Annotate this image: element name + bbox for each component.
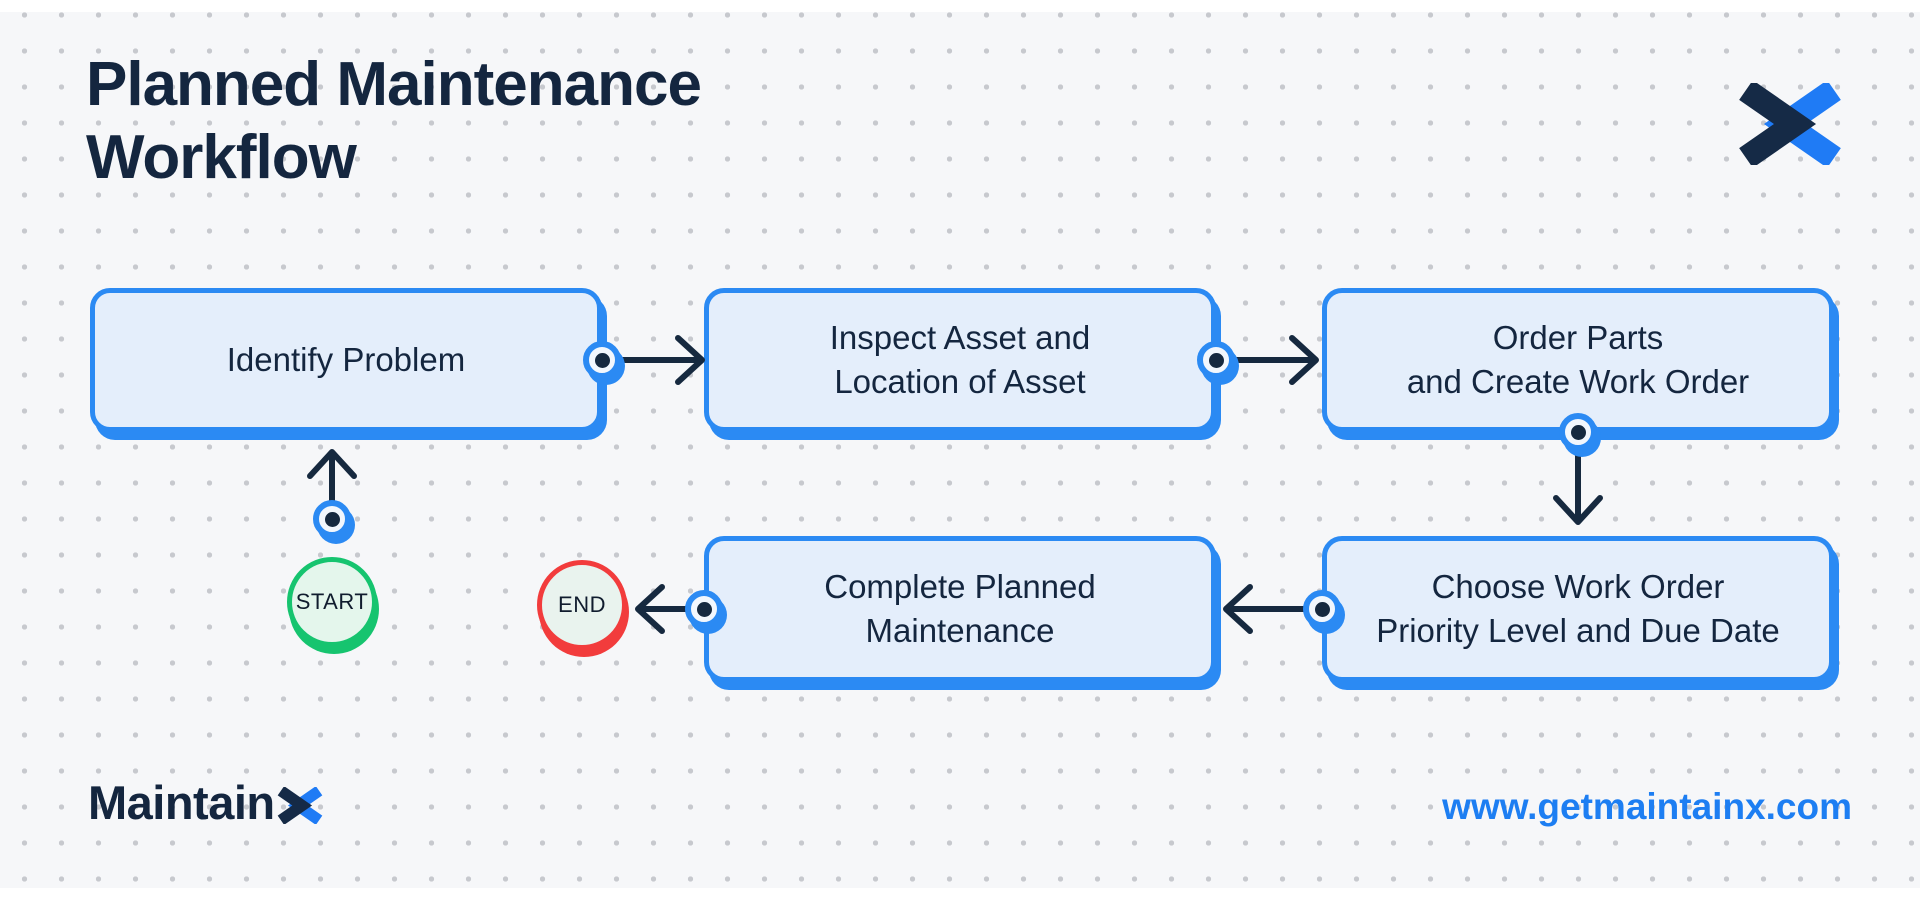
flow-step-label: and Create Work Order <box>1406 363 1750 400</box>
flow-step-choose-priority: Choose Work Order Priority Level and Due… <box>1322 536 1834 682</box>
page-title-line1: Planned Maintenance <box>86 50 702 119</box>
arrow-down-icon <box>1553 437 1603 525</box>
page-title: Planned Maintenance Workflow <box>86 48 702 194</box>
flow-step-inspect-asset: Inspect Asset and Location of Asset <box>704 288 1216 432</box>
start-label: START <box>295 589 369 614</box>
end-label: END <box>558 592 606 617</box>
end-node: END <box>537 560 627 650</box>
flow-step-label: Location of Asset <box>834 363 1086 400</box>
flow-step-label: Maintenance <box>865 612 1055 649</box>
flow-step-complete-maintenance: Complete Planned Maintenance <box>704 536 1216 682</box>
maintainx-x-logo-icon <box>1739 83 1841 165</box>
flow-step-order-parts: Order Parts and Create Work Order <box>1322 288 1834 432</box>
page-title-line2: Workflow <box>86 123 357 192</box>
flow-step-label: Complete Planned <box>824 568 1096 605</box>
connector-dot <box>1197 341 1235 379</box>
footer-url-link[interactable]: www.getmaintainx.com <box>1442 786 1852 827</box>
connector-dot <box>1559 413 1597 451</box>
top-white-band <box>0 0 1920 12</box>
maintainx-x-small-icon <box>277 787 322 824</box>
flow-step-label: Identify Problem <box>226 341 466 378</box>
flow-step-label: Choose Work Order <box>1431 568 1725 605</box>
bottom-white-band <box>0 888 1920 900</box>
connector-dot <box>583 341 621 379</box>
flow-step-label: Inspect Asset and <box>829 319 1091 356</box>
connector-dot <box>313 500 351 538</box>
start-node: START <box>287 557 377 647</box>
connector-dot <box>685 590 723 628</box>
flow-step-label: Priority Level and Due Date <box>1376 612 1780 649</box>
footer-brand-logo: Maintain <box>88 775 323 830</box>
flow-step-label: Order Parts <box>1492 319 1664 356</box>
connector-dot <box>1303 590 1341 628</box>
flow-step-identify-problem: Identify Problem <box>90 288 602 432</box>
footer-brand-text: Maintain <box>88 776 275 829</box>
